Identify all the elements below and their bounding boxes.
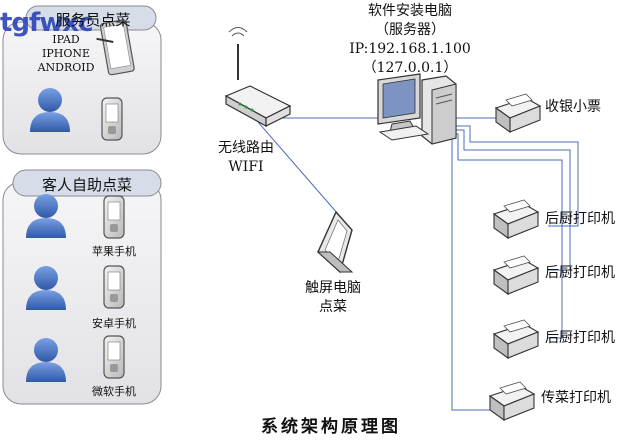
server-label-name: 软件安装电脑 — [368, 3, 452, 19]
printer-label-runner: 传菜打印机 — [541, 390, 611, 406]
link-server-kitchen-2 — [452, 129, 571, 271]
phone-icon-windows — [103, 335, 125, 379]
phone-label-android: 安卓手机 — [92, 317, 136, 330]
person-icon-guest-2 — [26, 266, 66, 310]
printer-label-kitchen-3: 后厨打印机 — [545, 330, 615, 346]
waiter-device-android: ANDROID — [37, 61, 95, 74]
connection-lines — [257, 117, 579, 411]
phone-label-windows: 微软手机 — [92, 385, 136, 398]
router-icon — [224, 27, 292, 128]
phone-label-apple: 苹果手机 — [92, 245, 136, 258]
phone-icon-apple — [103, 195, 125, 239]
server-label-ip: IP:192.168.1.100 — [349, 41, 471, 57]
link-server-runner — [451, 138, 492, 411]
person-icon-waiter — [30, 88, 70, 132]
printer-label-receipt: 收银小票 — [545, 99, 601, 115]
printer-icon-kitchen-2 — [492, 255, 540, 296]
touch-screen-icon — [316, 210, 354, 274]
router-label-name: 无线路由 — [218, 140, 274, 156]
watermark-text: tgfwxc — [0, 8, 94, 38]
link-server-kitchen-1 — [452, 125, 579, 227]
phone-icon-android — [103, 265, 125, 309]
touch-label-name: 触屏电脑 — [305, 280, 361, 296]
router-label-wifi: WIFI — [228, 159, 264, 175]
tablet-icon — [96, 19, 135, 76]
printer-label-kitchen-2: 后厨打印机 — [545, 265, 615, 281]
waiter-device-ipad: IPAD — [52, 33, 80, 46]
diagram-caption: 系统架构原理图 — [261, 417, 401, 437]
guest-group-box — [2, 169, 162, 405]
waiter-group-title: 服务员点菜 — [55, 11, 131, 29]
link-router-touch — [257, 121, 339, 215]
touch-label-order: 点菜 — [319, 299, 347, 315]
server-computer-icon — [377, 73, 457, 145]
printer-icon-kitchen-3 — [492, 319, 540, 360]
guest-group-title: 客人自助点菜 — [41, 176, 132, 194]
phone-icon-waiter — [101, 97, 123, 141]
printer-icon-receipt — [494, 93, 542, 134]
person-icon-guest-1 — [26, 194, 66, 238]
printer-icon-runner — [488, 381, 536, 422]
printer-icon-kitchen-1 — [492, 199, 540, 240]
server-label-localhost: （127.0.0.1） — [362, 60, 458, 76]
link-server-kitchen-3 — [452, 133, 563, 339]
person-icon-guest-3 — [26, 338, 66, 382]
server-label-role: （服务器） — [375, 22, 445, 38]
waiter-device-iphone: IPHONE — [41, 47, 90, 60]
printer-label-kitchen-1: 后厨打印机 — [545, 211, 615, 227]
